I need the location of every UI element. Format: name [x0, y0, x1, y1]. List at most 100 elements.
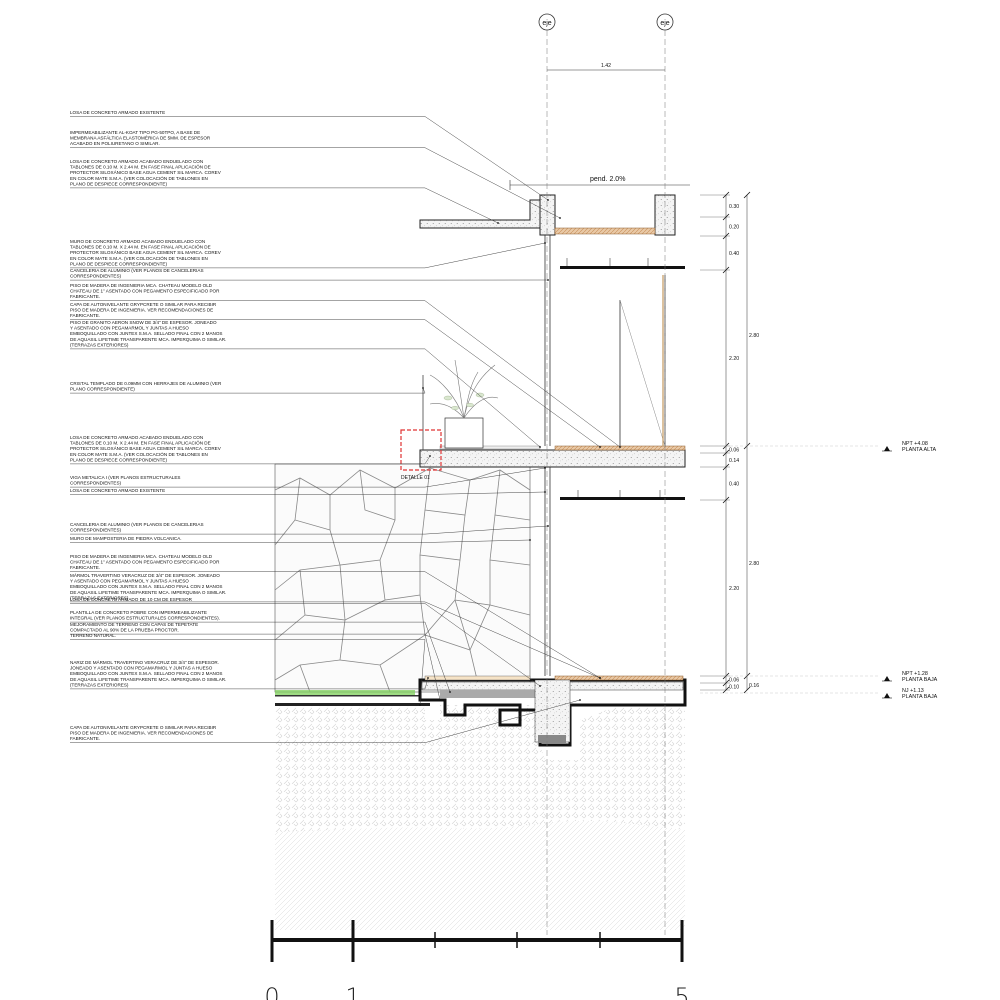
note-leader-arrow [424, 319, 601, 448]
roof-parapet-left [539, 194, 556, 236]
note-text-line: Y ASENTADO CON PEGAMARMOL Y JUNTAS A HUE… [70, 579, 189, 584]
axis-bubble-right [656, 13, 674, 31]
glass-door-panel [619, 299, 666, 447]
note-text-line: LOSA DE CONCRETO ARMADO EXISTENTE [70, 488, 165, 493]
level-name: PLANTA BAJA [902, 694, 938, 700]
detail-marker-box [400, 429, 442, 471]
axis-bubble-left [538, 13, 556, 31]
natural-ground-hatch [275, 705, 685, 832]
note-leader-dot [439, 699, 441, 701]
note-leader-arrow [424, 677, 429, 689]
note-text-line: COMPACTADO AL 90% DE LA PRUEBA PROCTOR. [70, 628, 179, 633]
dimension-slash [722, 496, 730, 504]
note-text-line: JONEADO Y ASENTADO CON PEGAMARMOL Y JUNT… [70, 666, 213, 671]
note-text-line: MURO DE CONCRETO ARMADO ACABADO ENDUELAD… [70, 239, 205, 244]
axis-dimension-value: 1.42 [601, 63, 611, 69]
scale-label-0: 0 [264, 983, 279, 1000]
note-text-line: CRISTAL TEMPLADO DE 0.09MM CON HERRAJES … [70, 381, 222, 386]
note-leader-arrow [424, 525, 549, 535]
note-text-line: PISO DE GRANITO AERON SNOW DE 3/4" DE ES… [70, 320, 217, 325]
exterior-paving [275, 703, 430, 706]
note-text-line: MEMBRANA ASFÁLTICA ELASTOMÉRICA DE 5MM. … [70, 135, 211, 141]
note-leader-arrow [424, 300, 621, 448]
note-text-line: (TERRAZAS EXTERIORES) [70, 595, 129, 600]
note-text-line: CORRESPONDIENTES) [70, 481, 122, 486]
note-text-line: MÁRMOL TRAVERTINO VERACRUZ DE 3/4" DE ES… [70, 572, 220, 578]
dimension-value-inner: 0.06 [729, 678, 739, 684]
note-text-line: TABLONES DE 0.10 M. X 2.44 M. EN FASE FI… [70, 164, 211, 170]
dimension-value-inner: 0.40 [729, 482, 739, 488]
level-value: NPT +1.28 [902, 671, 928, 677]
note-text-line: FABRICANTE. [70, 294, 100, 299]
note-leader-dot [599, 446, 601, 448]
note-leader-arrow [419, 639, 426, 706]
note-text-line: EN COLOR MATE S.M.A. (VER COLOCACIÓN DE … [70, 255, 208, 261]
note-text-line: CHATEAU DE 1" ASENTADO CON PEGAMENTO ESP… [70, 560, 220, 565]
dimension-slash [722, 686, 730, 694]
note-text-line: IMPERMEABILIZANTE AL-KOAT TIPO PG-50TPO,… [70, 130, 200, 135]
dimension-slash [743, 686, 751, 694]
dimension-slash [722, 266, 730, 274]
note-leader-arrow [424, 116, 549, 201]
dimension-value-outer: 2.80 [749, 333, 759, 339]
note-text-line: EN COLOR MATE S.M.A. (VER COLOCACIÓN DE … [70, 451, 208, 457]
note-text-line: CANCELERIA DE ALUMINIO (VER PLANOS DE CA… [70, 268, 204, 273]
upper-floor-slab [419, 449, 686, 468]
note-text-line: PISO DE MADERA DE INGENIERIA MCA. CHATEA… [70, 554, 213, 559]
dimension-slash [722, 449, 730, 457]
note-leader-dot [599, 677, 601, 679]
note-leader-dot [497, 222, 499, 224]
dimension-value-inner: 0.14 [729, 458, 739, 464]
detail-marker-label: DETALLE 01 [401, 475, 430, 481]
note-text-line: PROTECTOR SILOXÁNICO BASE AGUA CEMENT SI… [70, 169, 222, 175]
note-text-line: LOSA DE CONCRETO ARMADO EXISTENTE [70, 110, 165, 115]
note-text-line: TABLONES DE 0.10 M. X 2.44 M. EN FASE FI… [70, 440, 211, 446]
note-leader-dot [429, 455, 431, 457]
note-leader-dot [579, 699, 581, 701]
note-text-line: MURO DE MAMPOSTERIA DE PIEDRA VOLCANICA. [70, 536, 182, 541]
note-leader-arrow [424, 601, 601, 679]
note-leader-arrow [424, 242, 546, 269]
note-text-line: FABRICANTE. [70, 313, 100, 318]
note-text-line: CORRESPONDIENTES) [70, 528, 122, 533]
note-text-line: TERRENO NATURAL. [70, 633, 116, 638]
note-text-line: CANCELERIA DE ALUMINIO (VER PLANOS DE CA… [70, 522, 204, 527]
dimension-value-inner: 0.06 [729, 448, 739, 454]
note-leader-arrow [424, 699, 581, 743]
note-text-line: VIGA METALICA I (VER PLANOS ESTRUCTURALE… [70, 475, 180, 480]
level-triangle [884, 676, 890, 681]
dimension-slash [722, 191, 730, 199]
note-text-line: LOSA DE CONCRETO ARMADO DE 10 CM DE ESPE… [70, 597, 193, 602]
note-text-line: FABRICANTE. [70, 736, 100, 741]
note-leader-arrow [424, 147, 561, 219]
level-triangle [884, 693, 890, 698]
ground-fade-hatch [275, 820, 685, 930]
note-text-line: TABLONES DE 0.10 M. X 2.44 M. EN FASE FI… [70, 244, 211, 250]
note-text-line: LOSA DE CONCRETO ARMADO ACABADO ENDUELAD… [70, 435, 203, 440]
axis-label-right: eje [660, 20, 669, 27]
dimension-value-inner: 0.10 [729, 685, 739, 691]
dimension-slash [743, 191, 751, 199]
dimension-slash [722, 463, 730, 471]
note-leader-dot [529, 539, 531, 541]
level-value: NJ +1.13 [902, 688, 924, 694]
volcanic-stone-wall [274, 463, 531, 693]
dimension-value-inner: 0.20 [729, 225, 739, 231]
dimension-value-inner: 0.40 [729, 251, 739, 257]
dimension-value-outer: 0.16 [749, 683, 759, 689]
note-text-line: PLANO CORRESPONDIENTE) [70, 387, 135, 392]
level-value: NPT +4.08 [902, 441, 928, 447]
note-text-line: PLANO DE DESPIECE CORRESPONDIENTE) [70, 457, 167, 462]
note-text-line: (TERRAZAS EXTERIORES) [70, 342, 129, 347]
note-text-line: DE AQUASIL LIFETIME TRANSPARENTE MCA. IM… [70, 337, 226, 342]
dimension-value-outer: 2.80 [749, 561, 759, 567]
terrace-planter [429, 359, 499, 449]
ground-floor-slab-outline [418, 678, 687, 747]
dimension-slash [722, 232, 730, 240]
beam-hangers [566, 258, 661, 497]
lawn-strip [275, 690, 415, 695]
note-leader-dot [419, 704, 421, 706]
note-text-line: PLANO DE DESPIECE CORRESPONDIENTE) [70, 181, 167, 186]
